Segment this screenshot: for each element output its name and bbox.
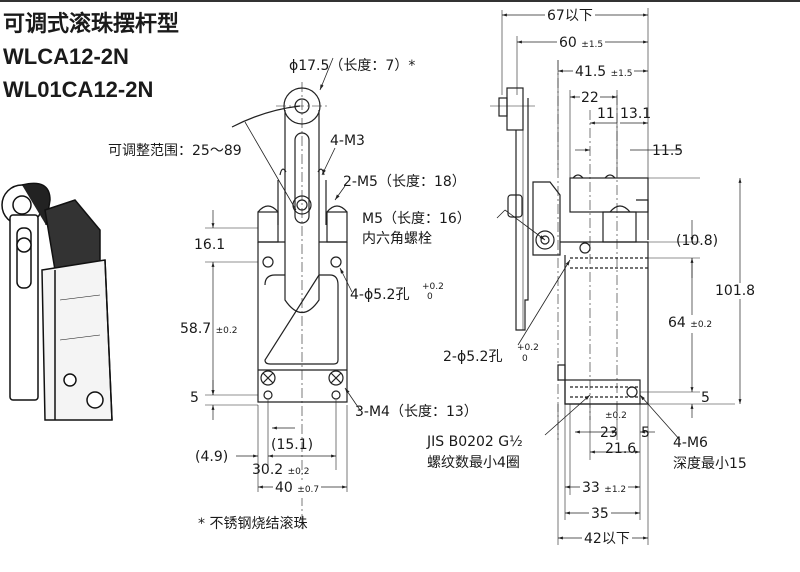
- dim-58-7: 58.7 ±0.2: [180, 321, 237, 339]
- dim-64: 64 ±0.2: [668, 315, 713, 333]
- dim-64-tol: ±0.2: [690, 320, 713, 330]
- dim-15-1: (15.1): [271, 437, 314, 453]
- jis-label: JIS B0202 G½: [427, 434, 523, 450]
- dim-33-value: 33: [582, 480, 600, 496]
- dim-40: 40 ±0.7: [273, 480, 322, 498]
- model-1: WLCA12-2N: [3, 44, 129, 69]
- dim-41-5-value: 41.5: [575, 64, 607, 80]
- title-cn: 可调式滚珠摆杆型: [3, 11, 180, 36]
- side-holes-tol-upper: +0.2: [517, 343, 539, 353]
- dim-60-value: 60: [559, 35, 577, 51]
- holes-label: 4-ϕ5.2孔: [350, 287, 410, 303]
- dim-101-8: 101.8: [715, 283, 756, 299]
- dim-11-5: 11.5: [652, 143, 684, 159]
- top-border: [0, 0, 800, 2]
- model-2: WL01CA12-2N: [3, 77, 154, 102]
- dim-58-7-tol: ±0.2: [215, 326, 238, 336]
- holes-tol-upper: +0.2: [422, 282, 444, 292]
- front-view: [205, 57, 361, 530]
- dim-21-6: 21.6: [605, 441, 637, 457]
- dim-5-front: 5: [190, 390, 199, 406]
- footnote: * 不锈钢烧结滚珠: [198, 516, 308, 532]
- dim-30-2-tol: ±0.2: [287, 467, 310, 477]
- dim-11: 11: [597, 106, 615, 122]
- dim-41-5-tol: ±1.5: [610, 69, 633, 79]
- m4-label: 3-M4（长度：13）: [355, 404, 478, 420]
- dim-5-bottom: 5: [641, 425, 650, 441]
- dim-64-value: 64: [668, 315, 686, 331]
- dim-4-9: (4.9): [195, 449, 229, 465]
- dim-33: 33 ±1.2: [580, 480, 629, 498]
- hex-bolt-label: 内六角螺栓: [362, 231, 432, 247]
- m6-depth-label: 深度最小15: [673, 456, 747, 472]
- side-holes-tol-lower: 0: [522, 354, 528, 364]
- dim-42: 42以下: [582, 531, 632, 547]
- m5-16-label: M5（长度：16）: [362, 211, 471, 227]
- dim-60: 60 ±1.5: [557, 35, 606, 53]
- dim-67: 67以下: [545, 8, 595, 24]
- dim-10-8: (10.8): [676, 233, 719, 249]
- dim-tol-0-2: ±0.2: [605, 411, 627, 421]
- roller-dia-label: ϕ17.5（长度：7）*: [289, 58, 416, 74]
- dim-13-1: 13.1: [620, 106, 652, 122]
- side-holes-label: 2-ϕ5.2孔: [443, 349, 503, 365]
- dim-23: 23: [600, 425, 618, 441]
- m6-label: 4-M6: [673, 435, 708, 451]
- dim-30-2-value: 30.2: [252, 462, 284, 478]
- dim-40-tol: ±0.7: [297, 485, 320, 495]
- adjust-range-label: 可调整范围：25～89: [108, 143, 242, 159]
- dim-22: 22: [580, 90, 600, 106]
- dim-41-5: 41.5 ±1.5: [573, 64, 635, 82]
- dim-5-right: 5: [701, 390, 710, 406]
- m3-label: 4-M3: [330, 133, 365, 149]
- jis-thread-label: 螺纹数最小4圈: [427, 455, 520, 471]
- holes-tol-lower: 0: [427, 292, 433, 302]
- dim-58-7-value: 58.7: [180, 321, 212, 337]
- dim-40-value: 40: [275, 480, 293, 496]
- dim-33-tol: ±1.2: [604, 485, 627, 495]
- dim-60-tol: ±1.5: [581, 40, 604, 50]
- m5-18-label: 2-M5（长度：18）: [343, 174, 466, 190]
- dim-35: 35: [589, 506, 611, 522]
- product-photo: [1, 182, 113, 421]
- dim-16-1: 16.1: [194, 237, 226, 253]
- dim-30-2: 30.2 ±0.2: [252, 462, 309, 480]
